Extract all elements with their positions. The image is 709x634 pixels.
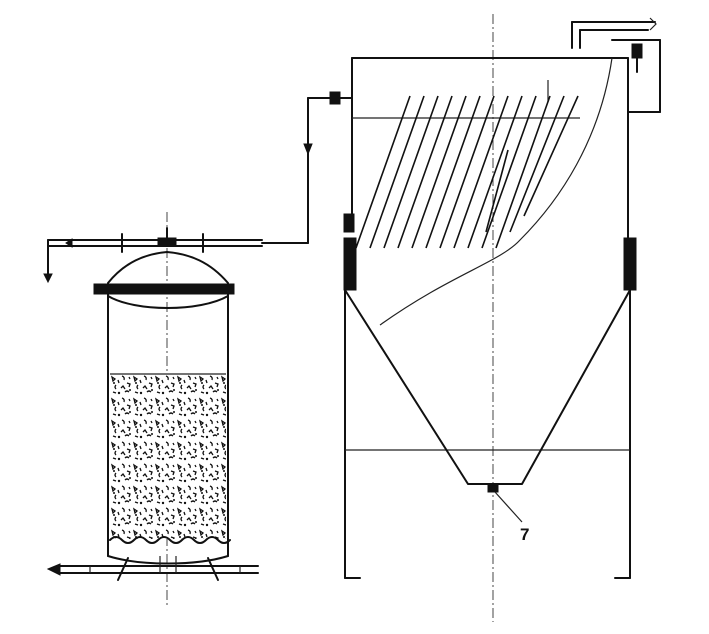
inclined-plates <box>355 95 579 249</box>
underdrain-plate <box>109 536 231 544</box>
filter-leg-right <box>207 557 219 581</box>
inlet-nozzle <box>343 213 355 233</box>
callout-leader-7 <box>494 491 523 523</box>
transfer-flow-arrow-icon <box>303 143 313 156</box>
transfer-pipe <box>261 91 353 244</box>
filter-flange <box>93 283 235 295</box>
plate-pack-boundary <box>379 57 613 326</box>
settling-tank: 7 <box>343 14 661 622</box>
filter-outlet-pipe <box>46 556 259 576</box>
sludge-outlet-valve <box>487 483 499 493</box>
filter-bottom <box>107 555 229 565</box>
filter-inlet-header <box>43 227 263 284</box>
flow-arrow-icon <box>65 238 73 248</box>
filter-dome <box>107 251 229 284</box>
overflow-valve <box>631 43 643 59</box>
filter-dome-bottom <box>107 295 229 309</box>
overflow-piping <box>571 17 661 113</box>
filter-media-bed <box>110 374 226 539</box>
transfer-valve <box>329 91 341 105</box>
overflow-arrow-icon <box>649 17 657 31</box>
filter-vessel <box>43 212 263 605</box>
filter-leg-left <box>117 557 129 581</box>
callout-label-7: 7 <box>520 525 529 544</box>
outlet-arrow-icon <box>46 563 61 576</box>
drain-arrow-icon <box>43 273 53 284</box>
flange-right <box>623 237 637 291</box>
flange-left <box>343 237 357 291</box>
